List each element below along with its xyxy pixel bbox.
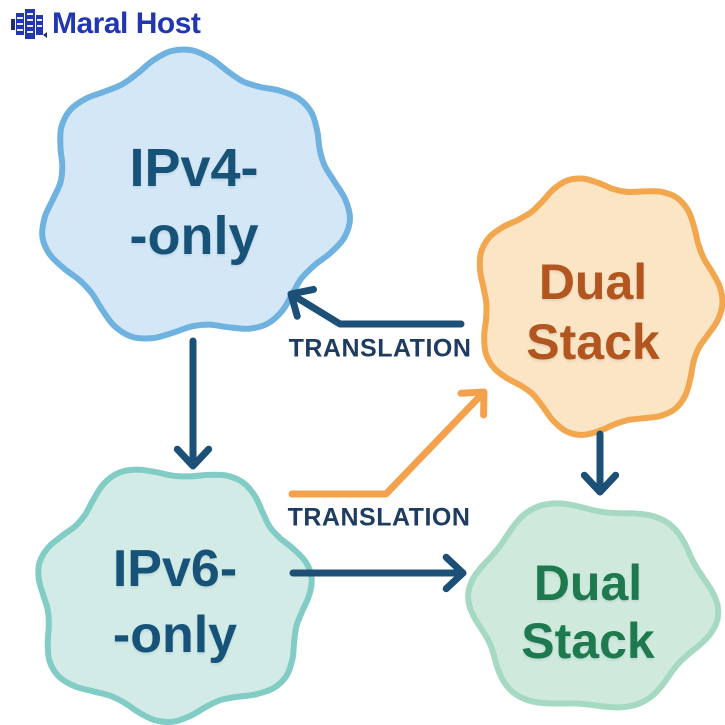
ipv6-line1: IPv6- bbox=[112, 540, 238, 598]
translation-top-label: TRANSLATION bbox=[288, 334, 472, 363]
ipv4-only-label: IPv4- -only bbox=[129, 134, 258, 270]
logo: Maral Host bbox=[10, 6, 201, 42]
logo-text: Maral Host bbox=[52, 7, 201, 40]
dual-stack-bottom-cloud bbox=[465, 500, 722, 711]
dual-stack-top-label: Dual Stack bbox=[526, 252, 659, 372]
dual-stack-top-cloud bbox=[476, 175, 725, 438]
ipv6-line2: -only bbox=[112, 606, 238, 664]
dual-stack-bottom-label: Dual Stack bbox=[521, 554, 654, 670]
arrow-ipv6-to-dual-bottom bbox=[289, 553, 467, 593]
arrow-translation-ipv6-to-dual bbox=[288, 388, 488, 498]
ipv6-only-cloud bbox=[35, 466, 315, 725]
arrow-translation-dual-to-ipv4 bbox=[287, 285, 465, 328]
buildings-icon bbox=[11, 9, 47, 39]
arrow-ipv4-to-ipv6 bbox=[173, 337, 213, 470]
ipv6-only-label: IPv6- -only bbox=[113, 536, 237, 668]
dual-top-line2: Stack bbox=[526, 314, 660, 370]
arrow-dual-top-to-dual-bottom bbox=[580, 430, 620, 496]
dual-top-line1: Dual bbox=[538, 254, 648, 310]
dual-bottom-line2: Stack bbox=[521, 613, 655, 669]
ipv4-only-cloud bbox=[39, 46, 353, 342]
ipv4-line2: -only bbox=[129, 206, 259, 266]
ipv4-line1: IPv4- bbox=[129, 138, 259, 198]
dual-bottom-line1: Dual bbox=[533, 555, 643, 611]
translation-bottom-label: TRANSLATION bbox=[287, 503, 471, 532]
